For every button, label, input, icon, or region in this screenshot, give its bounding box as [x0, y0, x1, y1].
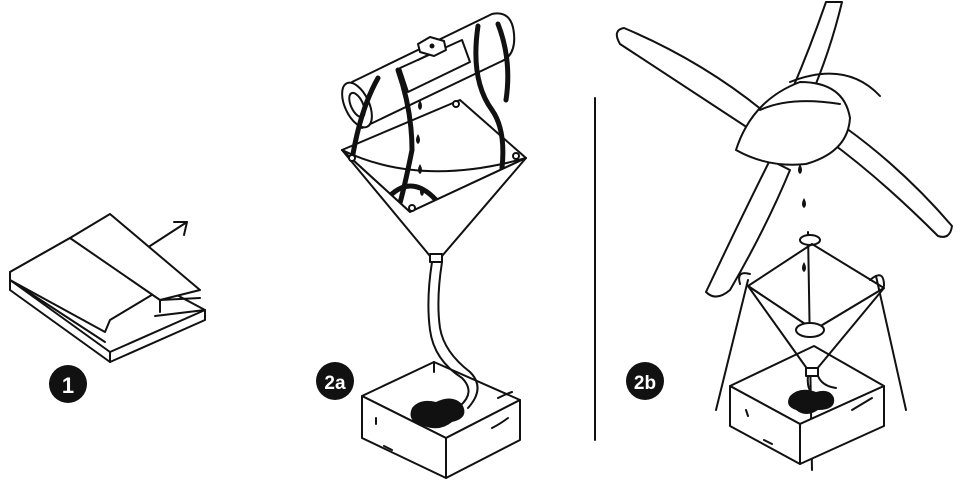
propeller [615, 1, 953, 298]
stand-funnel [747, 243, 885, 377]
step-label-1: 1 [62, 373, 74, 398]
pad-stack [9, 213, 206, 363]
collection-tray [361, 361, 521, 479]
stand-collection-tray [729, 345, 885, 465]
drain-hose [427, 261, 479, 409]
drip-drops [416, 100, 424, 196]
step-badge-1: 1 [49, 365, 87, 403]
panel-2b-propeller-funnel [615, 1, 953, 471]
step-badge-2b: 2b [626, 362, 664, 400]
funnel [341, 99, 527, 263]
panel-2a-pipe-funnel [341, 12, 527, 479]
step-label-2b: 2b [634, 373, 656, 394]
panel-1-folded-pad [9, 213, 206, 363]
propeller-drips [798, 164, 806, 272]
step-badge-2a: 2a [316, 362, 354, 400]
step-label-2a: 2a [324, 373, 346, 394]
lift-arrow-icon [149, 221, 188, 247]
